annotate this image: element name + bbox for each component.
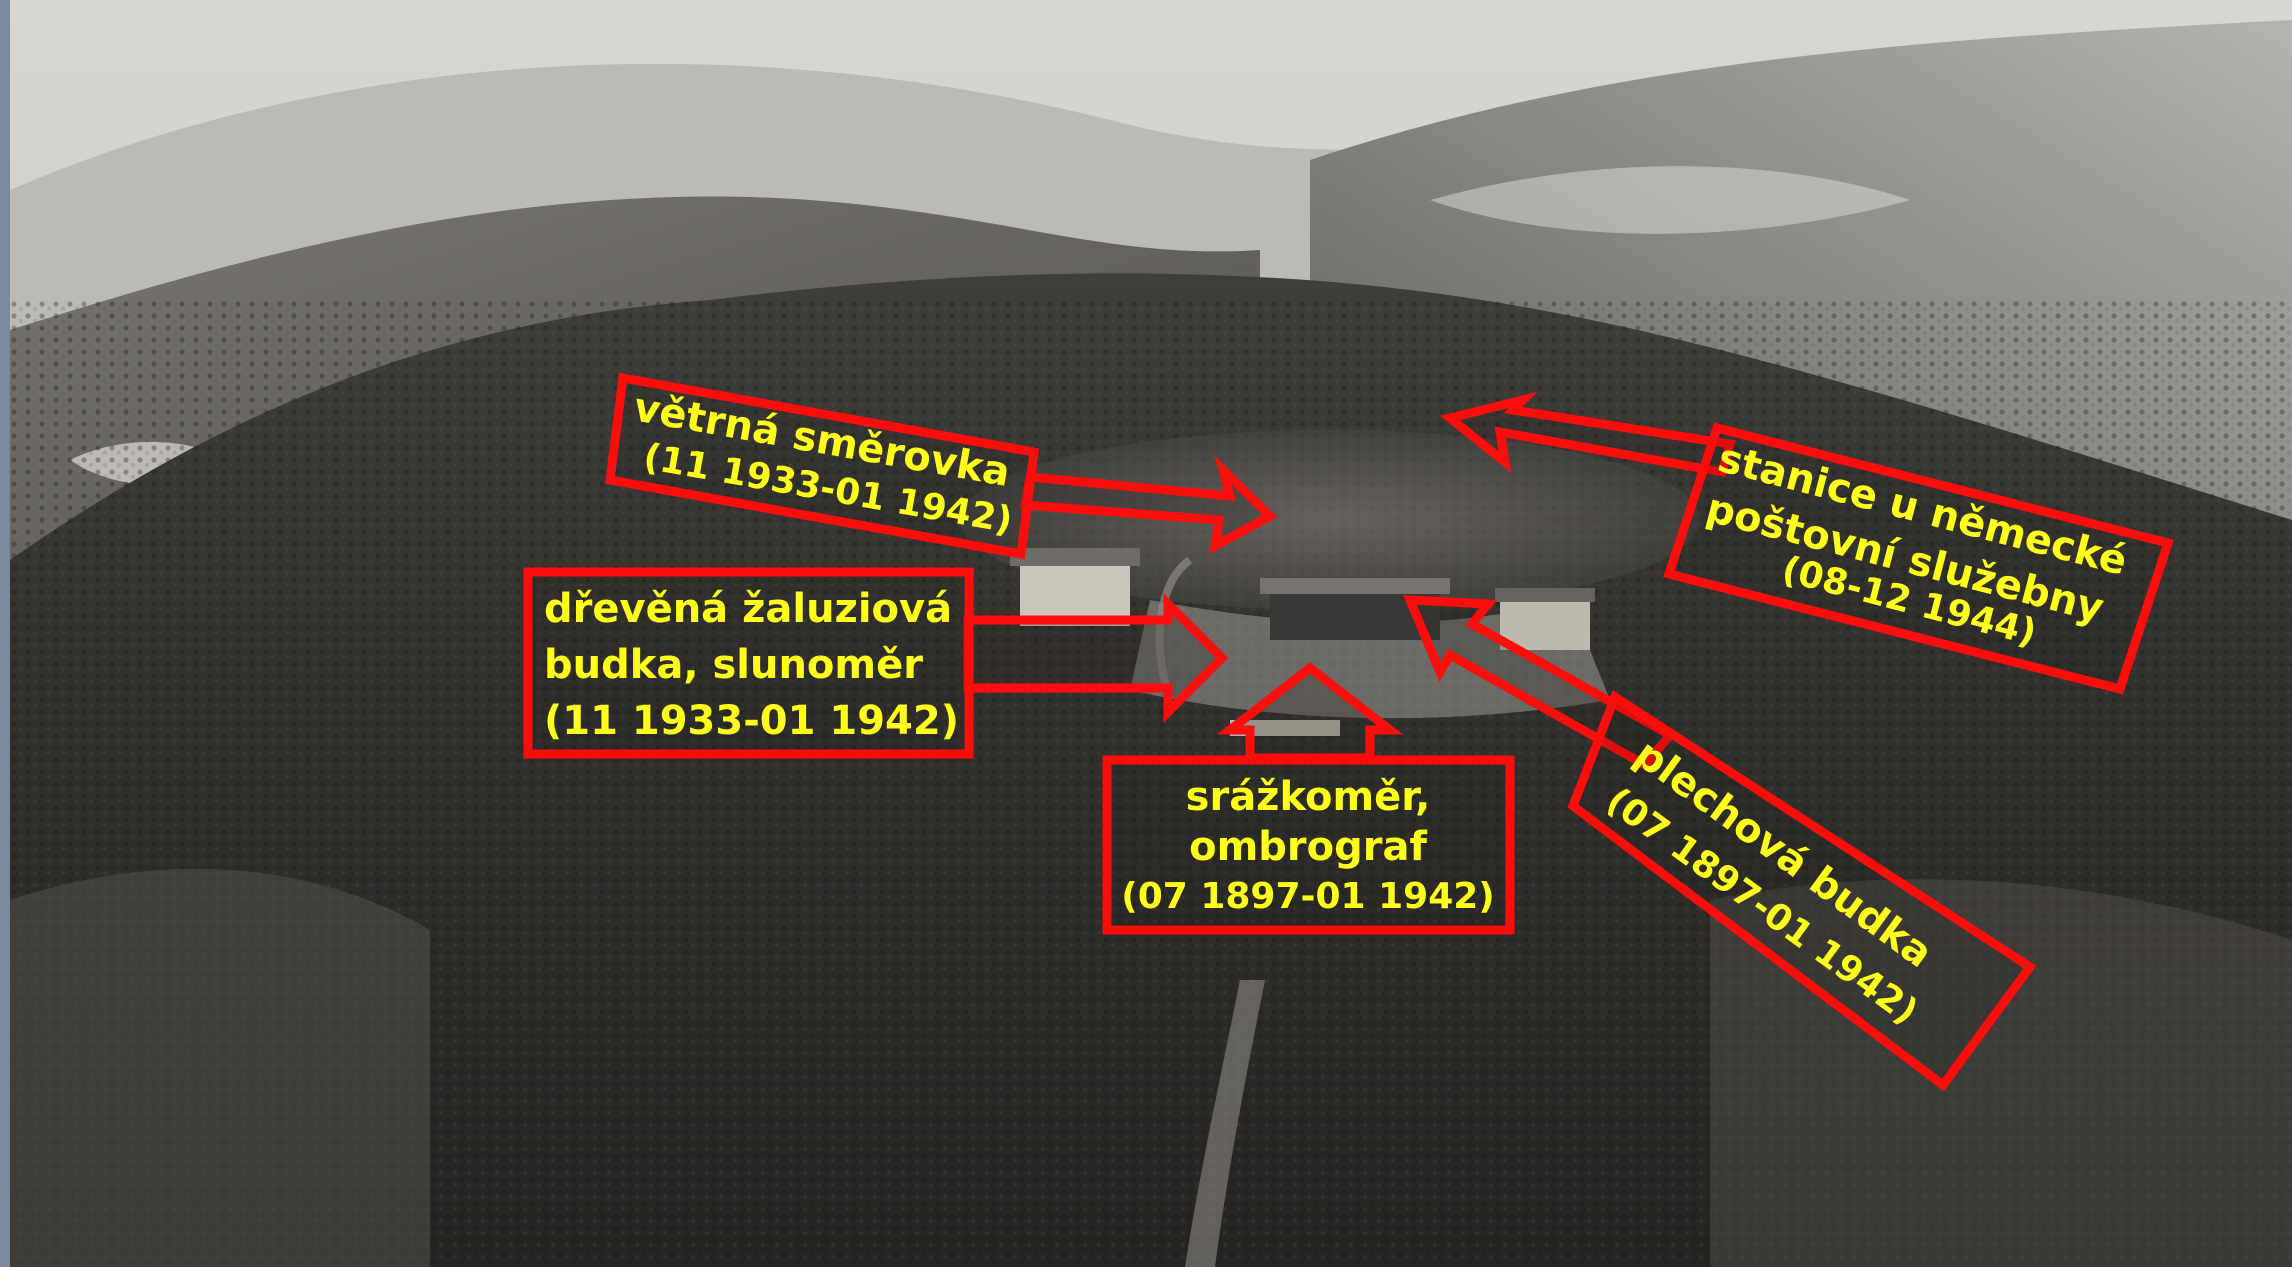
aerial-mountain-photo xyxy=(10,0,2292,1267)
label-louvre-shelter-line2: budka, slunoměr xyxy=(544,642,923,688)
annotation-rain-gauge: srážkoměr, ombrograf (07 1897-01 1942) xyxy=(1102,662,1515,935)
label-louvre-shelter-line1: dřevěná žaluziová xyxy=(544,586,952,632)
frame-tin-shelter xyxy=(1567,690,2037,1092)
label-rain-gauge-line2: ombrograf xyxy=(1189,824,1427,870)
arrow-post-station xyxy=(1440,391,1736,478)
annotation-wind-vane: větrná směrovka (11 1933-01 1942) xyxy=(604,372,1278,560)
arrow-louvre-shelter xyxy=(963,593,1229,723)
label-rain-gauge-dates: (07 1897-01 1942) xyxy=(1121,876,1495,917)
arrow-wind-vane xyxy=(1019,455,1278,555)
frame-post-station xyxy=(1663,422,2174,695)
label-rain-gauge-line1: srážkoměr, xyxy=(1186,774,1431,820)
label-louvre-shelter-dates: (11 1933-01 1942) xyxy=(544,698,959,744)
frame-louvre-shelter xyxy=(523,567,974,759)
frame-rain-gauge xyxy=(1102,755,1515,935)
frame-wind-vane xyxy=(604,372,1040,560)
annotation-post-station: stanice u německé poštovní služebny (08-… xyxy=(1440,391,2174,695)
annotation-louvre-shelter: dřevěná žaluziová budka, slunoměr (11 19… xyxy=(523,567,1229,759)
arrow-rain-gauge xyxy=(1216,662,1404,763)
